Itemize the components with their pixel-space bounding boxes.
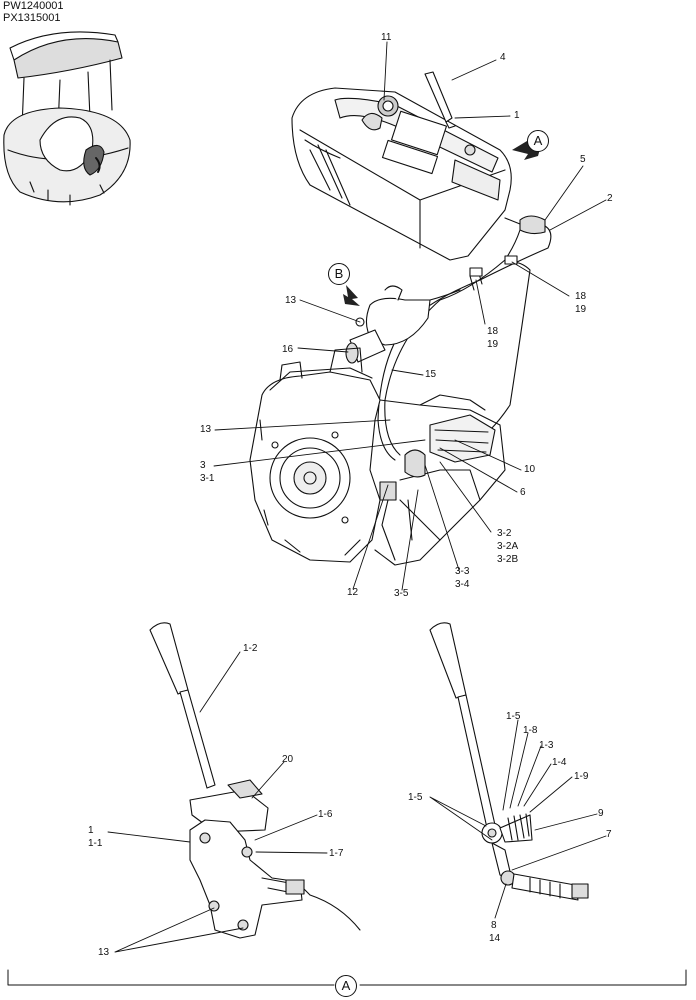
callout-10: 10 [524,464,536,475]
callout-8: 8 [491,920,497,931]
callout-11: 11 [381,32,392,43]
callout-19a: 19 [575,304,587,315]
callout-1-3: 1-3 [539,740,554,751]
callout-1-9: 1-9 [574,771,589,782]
callout-1-6: 1-6 [318,809,333,820]
callout-1: 1 [514,110,520,121]
callout-3-4: 3-4 [455,579,470,590]
callout-5: 5 [580,154,586,165]
callout-1-8: 1-8 [523,725,538,736]
throttle-motor [345,285,461,364]
callout-7: 7 [606,829,612,840]
callout-13b: 13 [200,424,212,435]
view-marker-b: B [328,263,350,285]
callout-3-5: 3-5 [394,588,409,599]
callout-1-2: 1-2 [243,643,258,654]
machine-thumbnail [3,31,131,206]
arrow-b [343,285,360,306]
callout-3-2a: 3-2A [497,541,519,552]
callout-6: 6 [520,487,526,498]
leader-lines [107,41,607,953]
callout-1-5b: 1-5 [408,792,423,803]
engine-assembly [249,347,506,566]
callout-3-1: 3-1 [200,473,215,484]
view-a-bracket [7,969,687,986]
callout-1-5a: 1-5 [506,711,521,722]
view-marker-a-bottom: A [335,975,357,997]
callout-13-left: 13 [98,947,110,958]
callout-1-4: 1-4 [552,757,567,768]
callout-3-2b: 3-2B [497,554,519,565]
figure-code-1: PW1240001 [3,0,64,12]
callout-20: 20 [282,754,294,765]
callout-14: 14 [489,933,501,944]
callout-2: 2 [607,193,613,204]
callout-1-1: 1-1 [88,838,103,849]
callout-9: 9 [598,808,604,819]
callout-1-left: 1 [88,825,94,836]
callout-18a: 18 [575,291,587,302]
callout-15: 15 [425,369,437,380]
callout-13a: 13 [285,295,297,306]
callout-3: 3 [200,460,206,471]
callout-1-7: 1-7 [329,848,344,859]
callout-12: 12 [347,587,359,598]
callout-19b: 19 [487,339,499,350]
callout-18b: 18 [487,326,499,337]
figure-code-2: PX1315001 [3,12,61,24]
lever-assembly-left [149,622,361,939]
control-console [291,71,546,261]
callout-4: 4 [500,52,506,63]
view-marker-a-top: A [527,130,549,152]
callout-3-2: 3-2 [497,528,512,539]
lever-assembly-right [429,622,589,901]
callout-16: 16 [282,344,294,355]
callout-3-3: 3-3 [455,566,470,577]
